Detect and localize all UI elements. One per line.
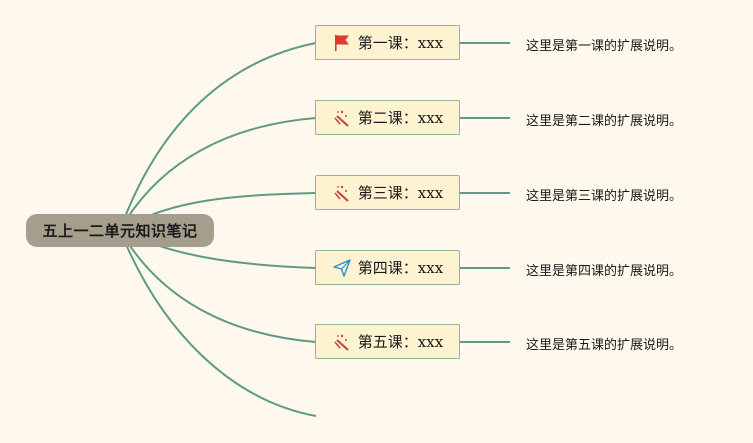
paper-plane-icon [332, 258, 352, 278]
topic-label: 第一课：xxx [357, 34, 444, 52]
note-lesson-1: 这里是第一课的扩展说明。 [526, 39, 683, 54]
topic-label: 第五课：xxx [357, 333, 444, 351]
note-lesson-3: 这里是第三课的扩展说明。 [526, 189, 683, 204]
branch-line-6 [119, 229, 317, 417]
topic-lesson-4[interactable]: 第四课：xxx [315, 250, 460, 285]
topic-lesson-2[interactable]: 第二课：xxx [315, 100, 460, 135]
topic-label: 第二课：xxx [357, 109, 444, 127]
magic-wand-icon [332, 183, 352, 203]
magic-wand-icon [332, 332, 352, 352]
note-lesson-4: 这里是第四课的扩展说明。 [526, 264, 683, 279]
topic-lesson-3[interactable]: 第三课：xxx [315, 175, 460, 210]
topic-lesson-1[interactable]: 第一课：xxx [315, 25, 460, 60]
branch-line-2 [119, 117, 317, 231]
red-flag-icon [332, 33, 352, 53]
branch-line-5 [119, 229, 317, 343]
note-lesson-2: 这里是第二课的扩展说明。 [526, 114, 683, 129]
branch-line-1 [119, 42, 317, 231]
magic-wand-icon [332, 108, 352, 128]
note-lesson-5: 这里是第五课的扩展说明。 [526, 338, 683, 353]
topic-label: 第三课：xxx [357, 184, 444, 202]
central-topic[interactable]: 五上一二单元知识笔记 [26, 214, 214, 247]
topic-label: 第四课：xxx [357, 259, 444, 277]
central-topic-label: 五上一二单元知识笔记 [42, 222, 198, 240]
topic-lesson-5[interactable]: 第五课：xxx [315, 324, 460, 359]
